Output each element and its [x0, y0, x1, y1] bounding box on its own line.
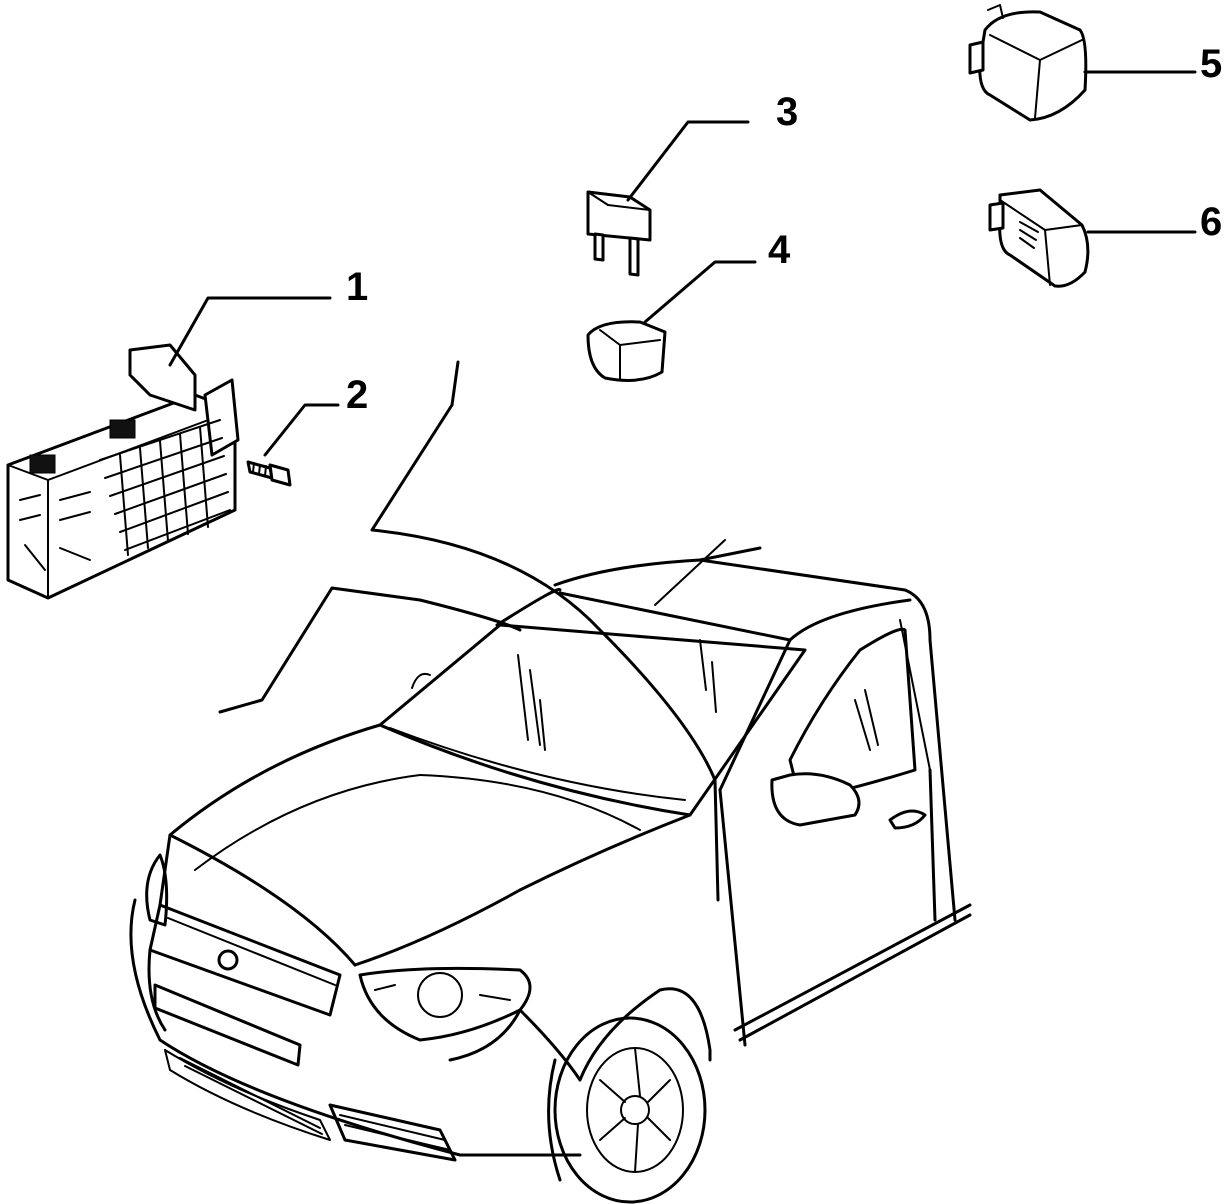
- callout-leader-1: [168, 296, 332, 367]
- blade-fuse-part: [586, 190, 652, 277]
- callout-number-6: 6: [1200, 200, 1222, 244]
- callout-number-4: 4: [768, 228, 791, 272]
- callout-number-2: 2: [346, 373, 368, 417]
- callout-leader-2: [263, 403, 340, 457]
- location-leaders: [218, 360, 720, 902]
- callout-leader-3: [626, 120, 750, 202]
- callout-number-1: 1: [346, 265, 368, 309]
- callout-labels: 1 2 3 4 5 6: [346, 42, 1222, 417]
- callout-leaders: [168, 70, 1197, 457]
- callout-number-5: 5: [1200, 42, 1222, 86]
- small-relay-part: [586, 320, 667, 382]
- fuse-box-part: [6, 343, 240, 600]
- relay-large-part: [968, 4, 1088, 122]
- relay-flasher-part: [988, 188, 1090, 288]
- callout-leader-4: [643, 260, 757, 324]
- car-illustration: [129, 539, 972, 1204]
- screw-part: [246, 460, 292, 487]
- callout-number-3: 3: [776, 90, 798, 134]
